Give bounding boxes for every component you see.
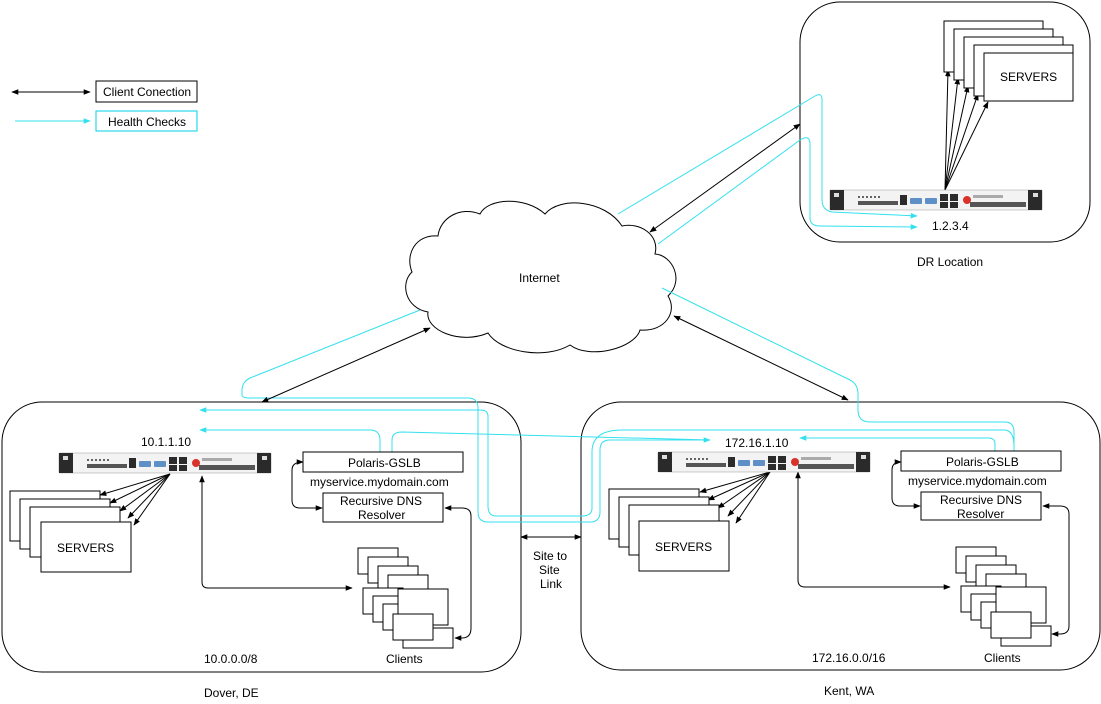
kent-resolver-line1: Recursive DNS xyxy=(940,493,1022,507)
dover-resolver-line1: Recursive DNS xyxy=(340,494,422,508)
dover-clients-label: Clients xyxy=(386,652,423,666)
dover-servers-label: SERVERS xyxy=(57,541,114,555)
internet-cloud xyxy=(405,200,677,354)
site-link-line2: Site xyxy=(539,563,560,577)
site-link-line3: Link xyxy=(540,577,563,591)
dover-resolver-box xyxy=(322,492,444,523)
internet-label: Internet xyxy=(519,271,560,285)
dover-load-balancer-appliance xyxy=(58,452,272,474)
dover-gslb-box xyxy=(302,451,464,473)
legend: Client Conection Health Checks xyxy=(11,80,198,132)
legend-health-box xyxy=(95,110,198,132)
dover-service-name: myservice.mydomain.com xyxy=(310,475,449,489)
dover-caption: Dover, DE xyxy=(204,686,259,700)
dover-clients-stack xyxy=(357,547,454,649)
dover-subnet-label: 10.0.0.0/8 xyxy=(204,652,258,666)
legend-health-label: Health Checks xyxy=(108,115,186,129)
dover-ip-label: 10.1.1.10 xyxy=(141,435,191,449)
dr-ip-label: 1.2.3.4 xyxy=(932,219,969,233)
dr-load-balancer-appliance xyxy=(829,189,1043,211)
kent-gslb-box xyxy=(900,450,1062,472)
dover-resolver-line2: Resolver xyxy=(358,508,405,522)
dover-servers-stack: SERVERS xyxy=(9,490,132,573)
site-link-line1: Site to xyxy=(533,549,567,563)
kent-servers-stack: SERVERS xyxy=(608,488,730,572)
dr-servers-label: SERVERS xyxy=(1000,70,1057,84)
kent-gslb-label: Polaris-GSLB xyxy=(946,455,1019,469)
kent-clients-label: Clients xyxy=(984,651,1021,665)
kent-caption: Kent, WA xyxy=(824,684,874,698)
legend-client-box xyxy=(95,80,198,103)
kent-load-balancer-appliance xyxy=(657,451,871,473)
health-check-lines xyxy=(199,94,1015,523)
kent-servers-label: SERVERS xyxy=(655,540,712,554)
kent-clients-stack xyxy=(955,546,1052,647)
kent-ip-label: 172.16.1.10 xyxy=(725,436,789,450)
legend-client-label: Client Conection xyxy=(103,85,191,99)
kent-subnet-label: 172.16.0.0/16 xyxy=(812,651,886,665)
kent-resolver-box xyxy=(920,491,1042,521)
dr-servers-stack: SERVERS xyxy=(943,20,1074,102)
dr-location-caption: DR Location xyxy=(917,255,983,269)
kent-service-name: myservice.mydomain.com xyxy=(908,474,1047,488)
kent-resolver-line2: Resolver xyxy=(957,507,1004,521)
dover-gslb-label: Polaris-GSLB xyxy=(348,456,421,470)
client-connection-lines xyxy=(99,69,1070,641)
